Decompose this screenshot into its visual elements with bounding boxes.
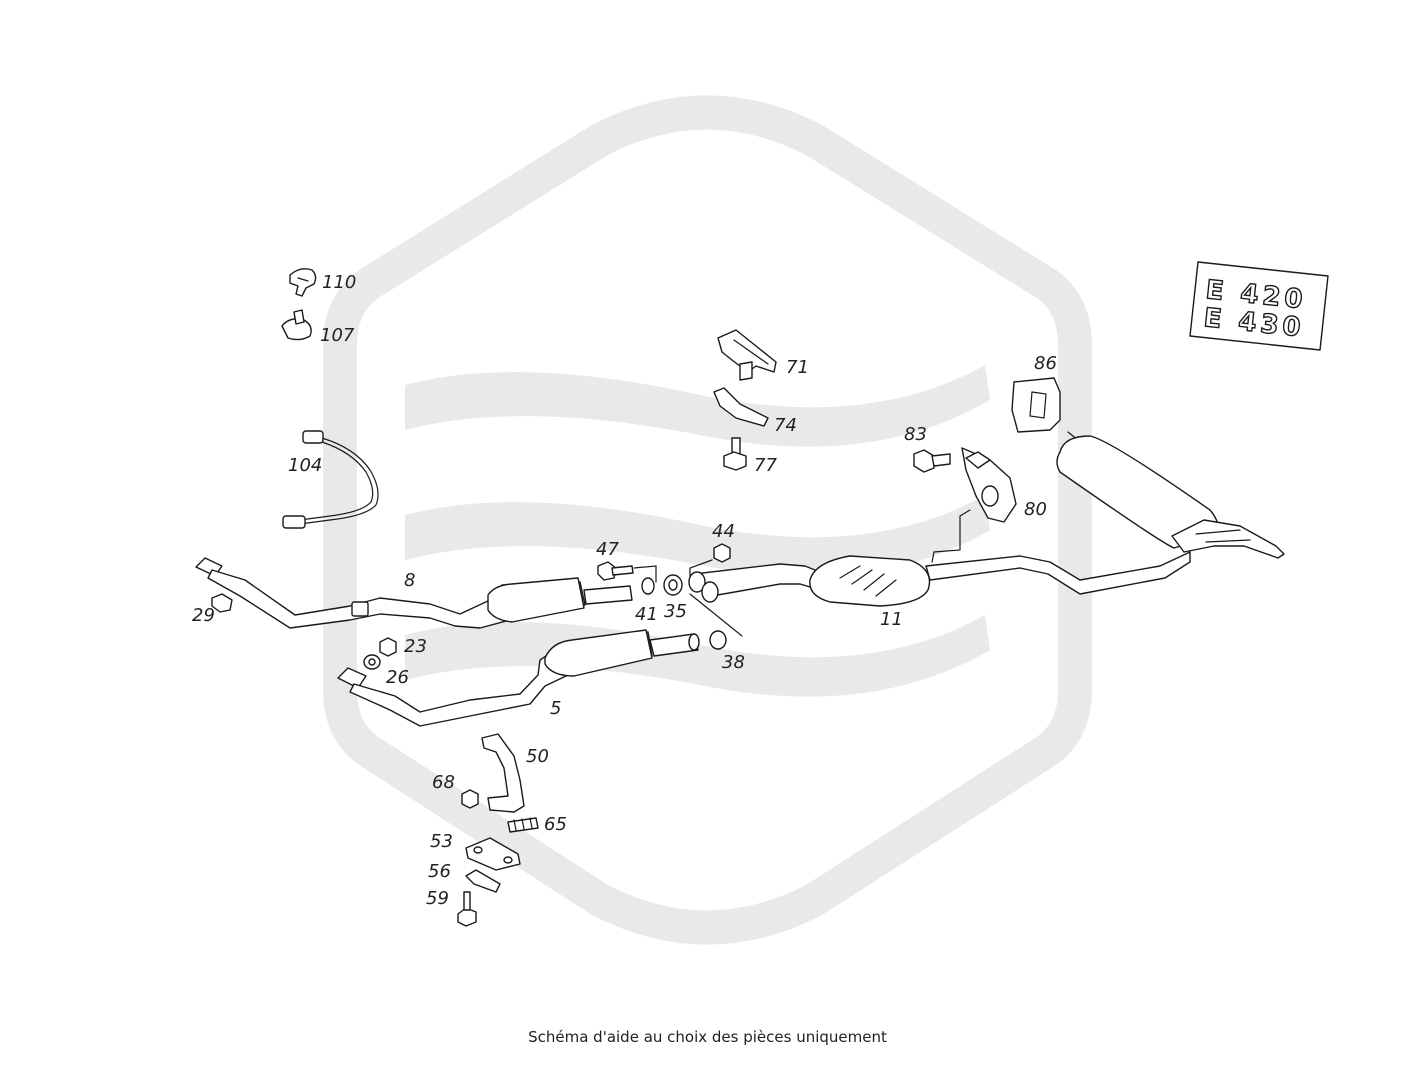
- callout-80: 80: [1024, 499, 1047, 520]
- part-77-bolt[interactable]: 77: [723, 437, 777, 476]
- part-26-washer[interactable]: 26: [363, 654, 409, 688]
- callout-71: 71: [786, 357, 809, 378]
- callout-86: 86: [1034, 353, 1057, 374]
- callout-56: 56: [428, 861, 451, 882]
- callout-35: 35: [664, 601, 687, 622]
- callout-74: 74: [774, 415, 797, 436]
- callout-77: 77: [754, 455, 777, 476]
- part-65-screws[interactable]: 65: [507, 814, 567, 835]
- callout-68: 68: [432, 772, 455, 793]
- callout-8: 8: [404, 570, 415, 591]
- callout-11: 11: [880, 609, 903, 630]
- part-110-clip[interactable]: 110: [289, 268, 356, 297]
- callout-59: 59: [426, 888, 449, 909]
- part-104-oxygen-sensor[interactable]: 104: [282, 430, 379, 529]
- callout-29: 29: [192, 605, 215, 626]
- rear-muffler[interactable]: [1056, 431, 1285, 559]
- part-35-seal[interactable]: 35: [663, 574, 687, 622]
- part-53-clamp-plate[interactable]: 53: [430, 831, 521, 871]
- part-68-nut[interactable]: 68: [432, 772, 479, 809]
- callout-83: 83: [904, 424, 927, 445]
- part-59-bolt[interactable]: 59: [426, 888, 477, 927]
- callout-50: 50: [526, 746, 549, 767]
- part-41-ring[interactable]: 41: [635, 577, 658, 625]
- part-23-nut[interactable]: 23: [379, 636, 427, 657]
- part-11-center-pipe[interactable]: 11: [688, 509, 1191, 630]
- callout-44: 44: [712, 521, 735, 542]
- callout-107: 107: [320, 325, 355, 346]
- part-107-clip[interactable]: 107: [281, 309, 355, 346]
- part-71-hanger-bracket[interactable]: 71: [717, 329, 809, 381]
- callout-26: 26: [386, 667, 409, 688]
- hexagon-logo-watermark: [323, 95, 1092, 945]
- callout-41: 41: [635, 604, 658, 625]
- part-83-bolt[interactable]: 83: [904, 424, 951, 473]
- callout-104: 104: [288, 455, 322, 476]
- callout-5: 5: [550, 698, 561, 719]
- part-56-saddle[interactable]: 56: [428, 861, 501, 893]
- part-80-rubber-mount[interactable]: 80: [961, 447, 1047, 523]
- part-50-bracket[interactable]: 50: [481, 733, 549, 813]
- part-86-rubber-mount[interactable]: 86: [1011, 353, 1061, 433]
- part-5-front-pipe[interactable]: 5: [337, 629, 700, 727]
- part-44-nut[interactable]: 44: [689, 521, 735, 581]
- callout-23: 23: [404, 636, 427, 657]
- part-29-nut[interactable]: 29: [192, 593, 233, 626]
- part-47-bolt[interactable]: 47: [596, 539, 657, 583]
- callout-47: 47: [596, 539, 619, 560]
- callout-38: 38: [722, 652, 745, 673]
- callout-110: 110: [322, 272, 356, 293]
- callout-53: 53: [430, 831, 453, 852]
- part-8-front-pipe[interactable]: 8: [195, 557, 633, 629]
- diagram-caption: Schéma d'aide au choix des pièces unique…: [528, 1028, 887, 1046]
- model-badge: E 420 E 430: [1189, 261, 1329, 351]
- part-74-bracket[interactable]: 74: [713, 387, 797, 436]
- callout-65: 65: [544, 814, 567, 835]
- part-38-clamp[interactable]: 38: [689, 593, 745, 673]
